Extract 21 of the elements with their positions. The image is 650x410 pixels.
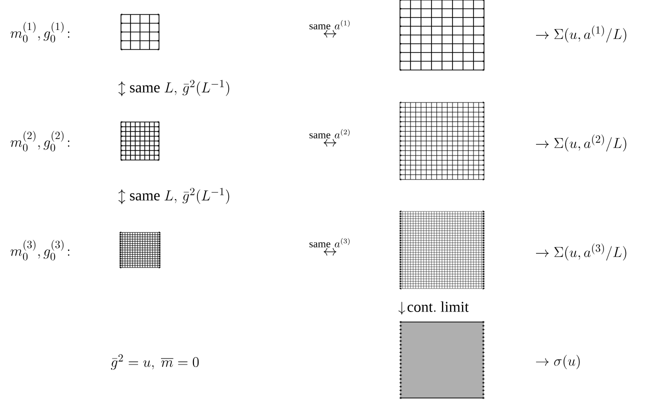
formula-label: $\to \Sigma(u, a^{(3)}/L)$ (536, 244, 626, 261)
formula-label: $\updownarrow \mathrm{same}\ L,\, \bar g^2(L^{-1})$ (118, 80, 230, 96)
formula-label: $\overset{\mathrm{same}\ a^{(3)}}{\leftrightarrow}$ (310, 238, 350, 256)
formula-label: $\to \Sigma(u, a^{(1)}/L)$ (536, 26, 626, 43)
formula-label: $m_0^{(3)}, g_0^{(3)}\!:$ (10, 240, 70, 260)
formula-label: $\updownarrow \mathrm{same}\ L,\, \bar g^2(L^{-1})$ (118, 188, 230, 204)
formula-label: $\overset{\mathrm{same}\ a^{(1)}}{\leftrightarrow}$ (310, 20, 350, 38)
lattice-drawing (399, 210, 485, 290)
formula-label: $\bar g^2 = u,\ \overline{m} = 0$ (110, 354, 199, 370)
formula-label: $m_0^{(1)}, g_0^{(1)}\!:$ (10, 22, 70, 42)
formula-label: $\downarrow\!\mathrm{cont.\ limit}$ (398, 301, 469, 315)
formula-label: $\to \Sigma(u, a^{(2)}/L)$ (536, 134, 626, 152)
formula-label: $m_0^{(2)}, g_0^{(2)}\!:$ (10, 130, 70, 152)
lattice-drawing (399, 320, 485, 400)
formula-label: $\to \sigma(u)$ (536, 354, 580, 370)
lattice-drawing (119, 232, 161, 268)
formula-label: $\overset{\mathrm{same}\ a^{(2)}}{\leftrightarrow}$ (310, 129, 350, 147)
lattice-drawing (120, 14, 160, 50)
lattice-drawing (399, 102, 485, 180)
lattice-drawing (399, 0, 485, 71)
lattice-drawing (120, 121, 160, 161)
